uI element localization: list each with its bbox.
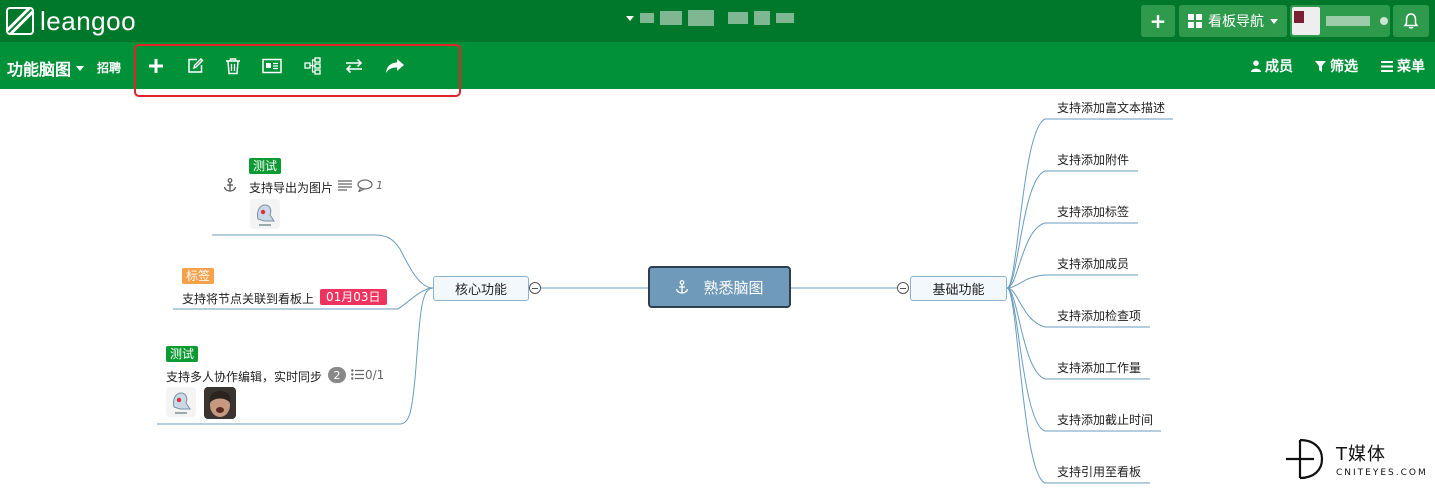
menu-button[interactable]: 菜单	[1381, 56, 1425, 76]
notifications-button[interactable]	[1393, 5, 1429, 37]
share-icon	[386, 59, 404, 73]
redacted-text	[728, 12, 748, 24]
redacted-text	[640, 13, 654, 23]
node-label: 支持多人协作编辑，实时同步	[166, 370, 323, 384]
edit-icon	[188, 58, 204, 73]
avatar	[1292, 7, 1320, 35]
logo-text: leangoo	[40, 5, 137, 36]
mindmap-tools-highlight	[134, 44, 461, 97]
redacted-text	[1326, 16, 1370, 26]
user-icon	[1251, 60, 1261, 72]
right-child-node[interactable]: 支持引用至看板	[1057, 465, 1142, 479]
right-child-node[interactable]: 支持添加附件	[1057, 153, 1130, 167]
anchor-icon	[223, 178, 237, 192]
redacted-text	[776, 13, 794, 23]
trash-icon	[226, 58, 240, 75]
right-child-node[interactable]: 支持添加标签	[1057, 205, 1130, 219]
description-icon	[338, 180, 352, 191]
plus-icon	[149, 59, 163, 73]
top-bar: leangoo + 看板导航	[0, 0, 1435, 42]
swap-direction-button[interactable]	[344, 56, 364, 76]
members-button[interactable]: 成员	[1251, 56, 1293, 76]
avatar[interactable]	[204, 387, 236, 419]
link-card-button[interactable]	[262, 56, 282, 76]
menu-label: 菜单	[1397, 59, 1425, 75]
count-badge: 2	[328, 367, 346, 383]
board-name-dropdown[interactable]: 功能脑图	[7, 56, 85, 80]
grid-icon	[1188, 14, 1202, 28]
comment-icon	[357, 179, 373, 192]
members-label: 成员	[1265, 59, 1293, 75]
branch-node-core[interactable]: 核心功能	[433, 276, 529, 301]
watermark: T媒体 CNITEYES.COM	[1284, 436, 1428, 482]
caret-down-icon	[76, 65, 85, 71]
board-toolbar: 功能脑图 招聘	[0, 42, 1435, 97]
bell-icon	[1403, 13, 1419, 29]
branch-node-label: 基础功能	[932, 283, 985, 298]
mindmap-connectors	[157, 118, 1173, 484]
avatar[interactable]	[250, 199, 280, 229]
layout-structure-button[interactable]	[303, 56, 323, 76]
right-child-node[interactable]: 支持添加检查项	[1057, 309, 1142, 323]
filter-icon	[1315, 60, 1326, 72]
add-node-button[interactable]	[146, 56, 166, 76]
caret-down-icon	[626, 15, 634, 21]
delete-node-button[interactable]	[223, 56, 243, 76]
avatar-illustration	[173, 392, 191, 414]
checklist-progress: 0/1	[365, 368, 385, 382]
tag-badge: 测试	[166, 346, 199, 362]
tag-badge: 测试	[249, 158, 282, 174]
avatar-illustration	[257, 204, 275, 226]
due-date-badge: 01月03日	[320, 289, 387, 305]
node-label: 支持将节点关联到看板上	[182, 292, 315, 306]
leangoo-logo-icon	[6, 7, 34, 35]
board-switcher[interactable]	[626, 10, 794, 26]
card-icon	[262, 58, 282, 74]
share-button[interactable]	[385, 56, 405, 76]
logo[interactable]: leangoo	[6, 5, 137, 36]
mindmap-canvas[interactable]: 熟悉脑图 核心功能 基础功能 测试 支持导出为图片 1	[0, 89, 1435, 493]
right-child-node[interactable]: 支持添加截止时间	[1057, 413, 1154, 427]
filter-button[interactable]: 筛选	[1315, 56, 1358, 76]
right-child-node[interactable]: 支持添加成员	[1057, 257, 1130, 271]
hamburger-icon	[1381, 60, 1393, 72]
checklist-icon	[351, 369, 364, 380]
tmedia-logo-icon	[1286, 438, 1324, 480]
board-name: 功能脑图	[7, 60, 72, 79]
board-tag[interactable]: 招聘	[97, 61, 122, 75]
add-button[interactable]: +	[1141, 5, 1175, 37]
avatar[interactable]	[166, 387, 196, 417]
edit-node-button[interactable]	[185, 56, 205, 76]
redacted-text	[754, 11, 770, 25]
status-dot	[1380, 17, 1388, 25]
branch-node-basic[interactable]: 基础功能	[910, 276, 1007, 301]
comment-count: 1	[376, 179, 383, 192]
redacted-text	[688, 10, 714, 26]
caret-down-icon	[1270, 18, 1278, 24]
swap-icon	[345, 58, 363, 74]
right-child-node[interactable]: 支持添加富文本描述	[1057, 101, 1166, 115]
right-child-node[interactable]: 支持添加工作量	[1057, 361, 1142, 375]
filter-label: 筛选	[1330, 59, 1358, 75]
structure-icon	[304, 57, 321, 75]
root-node[interactable]: 熟悉脑图	[648, 266, 791, 308]
watermark-domain: CNITEYES.COM	[1336, 468, 1428, 478]
watermark-name: T媒体	[1336, 444, 1386, 465]
node-label: 支持导出为图片	[249, 181, 334, 195]
board-nav-button[interactable]: 看板导航	[1179, 5, 1287, 37]
user-account-button[interactable]	[1290, 5, 1390, 37]
tag-badge: 标签	[182, 268, 215, 284]
root-node-label: 熟悉脑图	[703, 278, 764, 297]
collapse-toggle[interactable]	[897, 282, 909, 294]
branch-node-label: 核心功能	[454, 283, 507, 298]
collapse-toggle[interactable]	[529, 282, 541, 294]
anchor-icon	[676, 280, 689, 294]
board-nav-label: 看板导航	[1208, 14, 1264, 30]
avatar-photo	[210, 391, 230, 417]
redacted-text	[660, 11, 682, 25]
